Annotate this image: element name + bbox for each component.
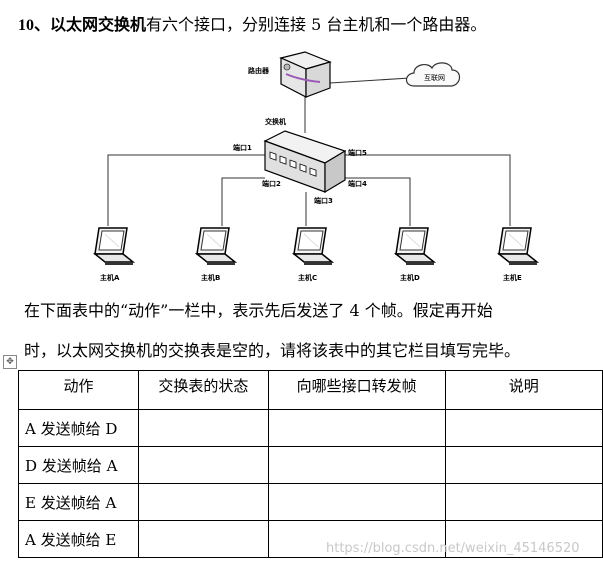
row-3-forward-ports[interactable] (267, 483, 446, 521)
port-3-label: 端口3 (314, 196, 333, 205)
host-b-laptop-icon (196, 227, 236, 266)
paragraph-line-1: 在下面表中的“动作”一栏中，表示先后发送了 4 个帧。假定再开始 (24, 301, 493, 320)
router-icon (279, 51, 332, 98)
row-4-forward-ports[interactable] (267, 520, 446, 558)
header-table-state: 交换表的状态 (137, 370, 269, 410)
row-2-explanation[interactable] (444, 446, 603, 484)
header-explanation: 说明 (444, 370, 603, 410)
port-1-label: 端口1 (233, 143, 252, 152)
port-2-label: 端口2 (262, 179, 281, 188)
cables (107, 77, 511, 226)
switch-label: 交换机 (265, 117, 286, 126)
table-row: E 发送帧给 A (18, 483, 603, 521)
row-2-action: D 发送帧给 A (18, 446, 139, 484)
host-b-label: 主机B (201, 273, 220, 282)
host-e-laptop-icon (498, 227, 538, 266)
port-4-label: 端口4 (348, 179, 367, 188)
internet-cloud-icon (405, 62, 461, 87)
question-bold-text: 以太网交换机 (50, 15, 147, 34)
router-label: 路由器 (248, 66, 270, 75)
network-diagram: 路由器 互联网 交换机 端口1 端口2 端口3 端口4 端口5 主机A 主机B … (94, 51, 538, 282)
paragraph-line-2: 时，以太网交换机的交换表是空的，请将该表中的其它栏目填写完毕。 (24, 341, 521, 360)
question-number: 10、 (18, 17, 51, 34)
question-title: 10、以太网交换机有六个接口，分别连接 5 台主机和一个路由器。 (18, 14, 598, 37)
switch-table: 动作 交换表的状态 向哪些接口转发帧 说明 A 发送帧给 D D 发送帧给 A … (18, 370, 603, 558)
host-d-laptop-icon (395, 227, 435, 266)
row-3-table-state[interactable] (137, 483, 269, 521)
watermark: https://blog.csdn.net/weixin_45146520 (326, 541, 580, 556)
row-1-action: A 发送帧给 D (18, 409, 139, 447)
header-action: 动作 (18, 370, 139, 410)
host-a-laptop-icon (94, 227, 134, 266)
table-row: A 发送帧给 E (18, 520, 603, 558)
host-e-label: 主机E (503, 273, 522, 282)
host-a-label: 主机A (100, 273, 120, 282)
table-row: A 发送帧给 D (18, 409, 603, 447)
table-header-row: 动作 交换表的状态 向哪些接口转发帧 说明 (18, 370, 603, 410)
header-forward-ports: 向哪些接口转发帧 (267, 370, 446, 410)
row-1-explanation[interactable] (444, 409, 603, 447)
table-row: D 发送帧给 A (18, 446, 603, 484)
row-3-explanation[interactable] (444, 483, 603, 521)
question-rest-text: 有六个接口，分别连接 5 台主机和一个路由器。 (146, 15, 487, 34)
row-1-forward-ports[interactable] (267, 409, 446, 447)
row-3-action: E 发送帧给 A (18, 483, 139, 521)
row-4-action: A 发送帧给 E (18, 520, 139, 558)
host-c-laptop-icon (293, 227, 333, 266)
table-move-handle-icon[interactable]: ✥ (3, 355, 17, 369)
host-c-label: 主机C (298, 273, 317, 282)
port-5-label: 端口5 (348, 148, 367, 157)
switch-icon (263, 130, 347, 194)
internet-label: 互联网 (424, 73, 445, 82)
host-d-label: 主机D (400, 273, 420, 282)
row-2-table-state[interactable] (137, 446, 269, 484)
row-4-table-state[interactable] (137, 520, 269, 558)
row-2-forward-ports[interactable] (267, 446, 446, 484)
row-1-table-state[interactable] (137, 409, 269, 447)
row-4-explanation[interactable] (444, 520, 603, 558)
